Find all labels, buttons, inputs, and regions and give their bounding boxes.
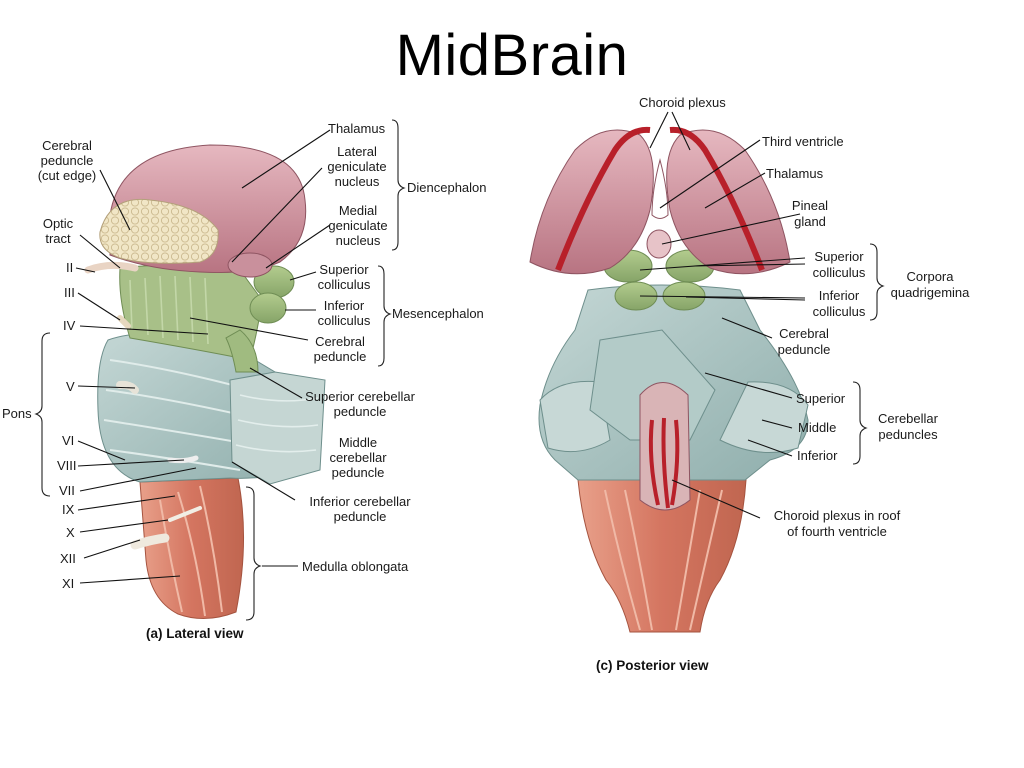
label-superior-peduncle: Superior (796, 391, 846, 406)
label-nerve-xii: XII (60, 551, 76, 566)
label-middle-peduncle: Middle (798, 420, 836, 435)
label-pons: Pons (2, 406, 32, 421)
label-choroid-plexus: Choroid plexus (639, 95, 726, 110)
label-nerve-x: X (66, 525, 75, 540)
choroid-plexus-left (555, 126, 651, 272)
label-nerve-vi: VI (62, 433, 74, 448)
label-nerve-iv: IV (63, 318, 76, 333)
diencephalon-bracket (391, 119, 406, 251)
third-ventricle (651, 158, 669, 219)
mesencephalon-bracket (377, 265, 392, 367)
label-nerve-ix: IX (62, 502, 75, 517)
choroid-plexus-fourth (648, 417, 680, 509)
label-medulla-oblongata: Medulla oblongata (302, 559, 409, 574)
medulla-bracket (245, 486, 262, 621)
pineal-gland (646, 229, 672, 259)
slide-title: MidBrain (395, 23, 629, 88)
lateral-leader-lines (75, 129, 331, 584)
cerebral-peduncle-cut-edge (99, 198, 219, 264)
caption-lateral-view: (a) Lateral view (146, 626, 244, 641)
posterior-view: Choroid plexus Third ventricle Thalamus … (529, 95, 970, 673)
corpora-quadrigemina-bracket (869, 243, 885, 321)
inferior-colliculus-lateral (249, 292, 287, 324)
caption-posterior-view: (c) Posterior view (596, 658, 709, 673)
posterior-leader-lines (639, 111, 806, 519)
label-diencephalon: Diencephalon (407, 180, 487, 195)
label-thalamus-lateral: Thalamus (328, 121, 386, 136)
cerebellar-peduncles-bracket (852, 381, 868, 465)
label-nerve-v: V (66, 379, 75, 394)
choroid-plexus-right (669, 126, 765, 272)
label-nerve-iii: III (64, 285, 75, 300)
label-thalamus-posterior: Thalamus (766, 166, 824, 181)
label-nerve-xi: XI (62, 576, 74, 591)
medulla-posterior (577, 479, 747, 633)
pons-bracket (34, 332, 51, 497)
label-nerve-viii: VIII (57, 458, 77, 473)
label-third-ventricle: Third ventricle (762, 134, 844, 149)
posterior-labels: Choroid plexus Third ventricle Thalamus … (639, 95, 970, 539)
label-inferior-peduncle: Inferior (797, 448, 838, 463)
label-nerve-vii: VII (59, 483, 75, 498)
label-mesencephalon: Mesencephalon (392, 306, 484, 321)
thalamus-left (529, 129, 654, 275)
label-nerve-ii: II (66, 260, 73, 275)
